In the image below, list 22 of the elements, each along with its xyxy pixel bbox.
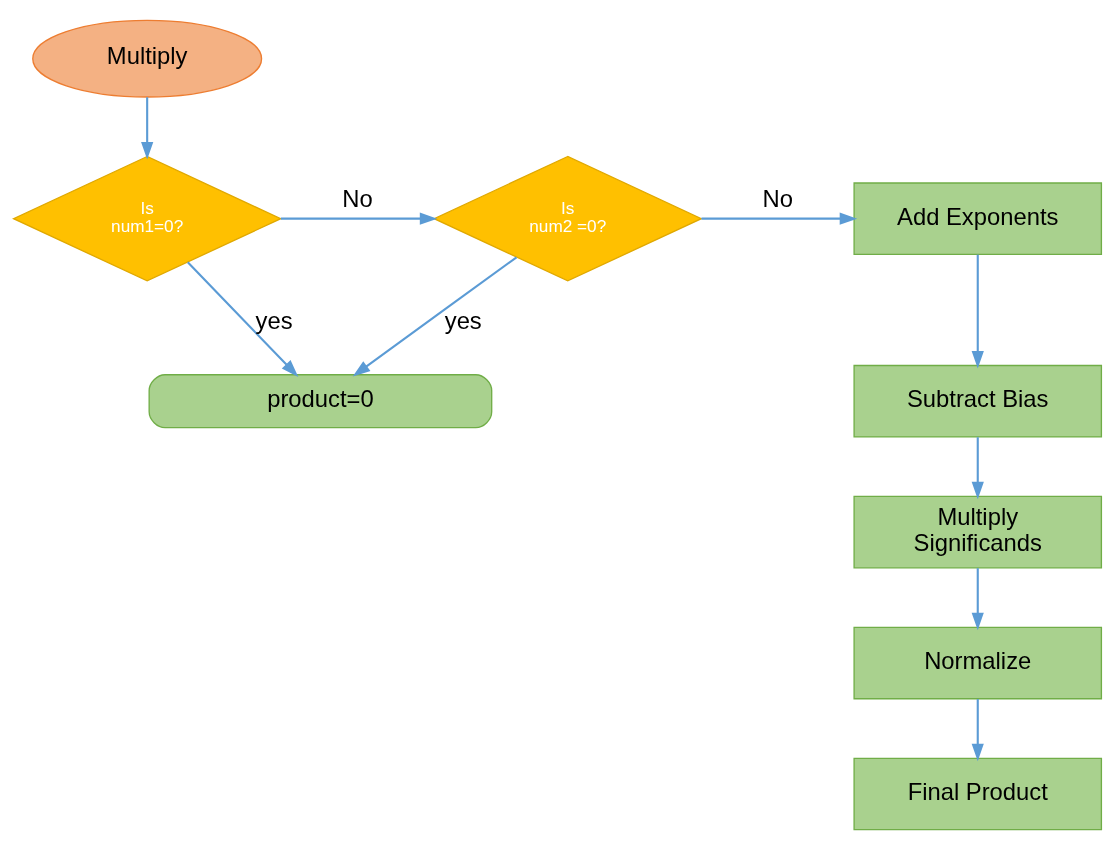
edge-label: No bbox=[762, 184, 793, 212]
node-box: Final Product bbox=[853, 757, 1103, 830]
arrow bbox=[141, 96, 154, 160]
arrow bbox=[971, 254, 984, 368]
arrow bbox=[971, 436, 984, 499]
edge-label: No bbox=[342, 184, 373, 212]
arrow bbox=[971, 698, 984, 761]
arrow bbox=[701, 212, 858, 225]
node-box: Add Exponents bbox=[853, 181, 1103, 255]
node-box: Normalize bbox=[853, 626, 1103, 699]
arrow bbox=[280, 212, 438, 225]
node-box: product=0 bbox=[148, 373, 493, 428]
node-diamond: Is num1=0? bbox=[12, 155, 283, 282]
node-box: Multiply Significands bbox=[853, 495, 1103, 568]
edge-label: yes bbox=[444, 306, 482, 334]
node-ellipse: Multiply bbox=[32, 19, 263, 98]
node-diamond: Is num2 =0? bbox=[432, 155, 703, 282]
arrow bbox=[352, 255, 518, 376]
arrow bbox=[187, 260, 299, 377]
edge-label: yes bbox=[255, 306, 293, 334]
arrow bbox=[971, 567, 984, 630]
node-box: Subtract Bias bbox=[853, 364, 1103, 438]
